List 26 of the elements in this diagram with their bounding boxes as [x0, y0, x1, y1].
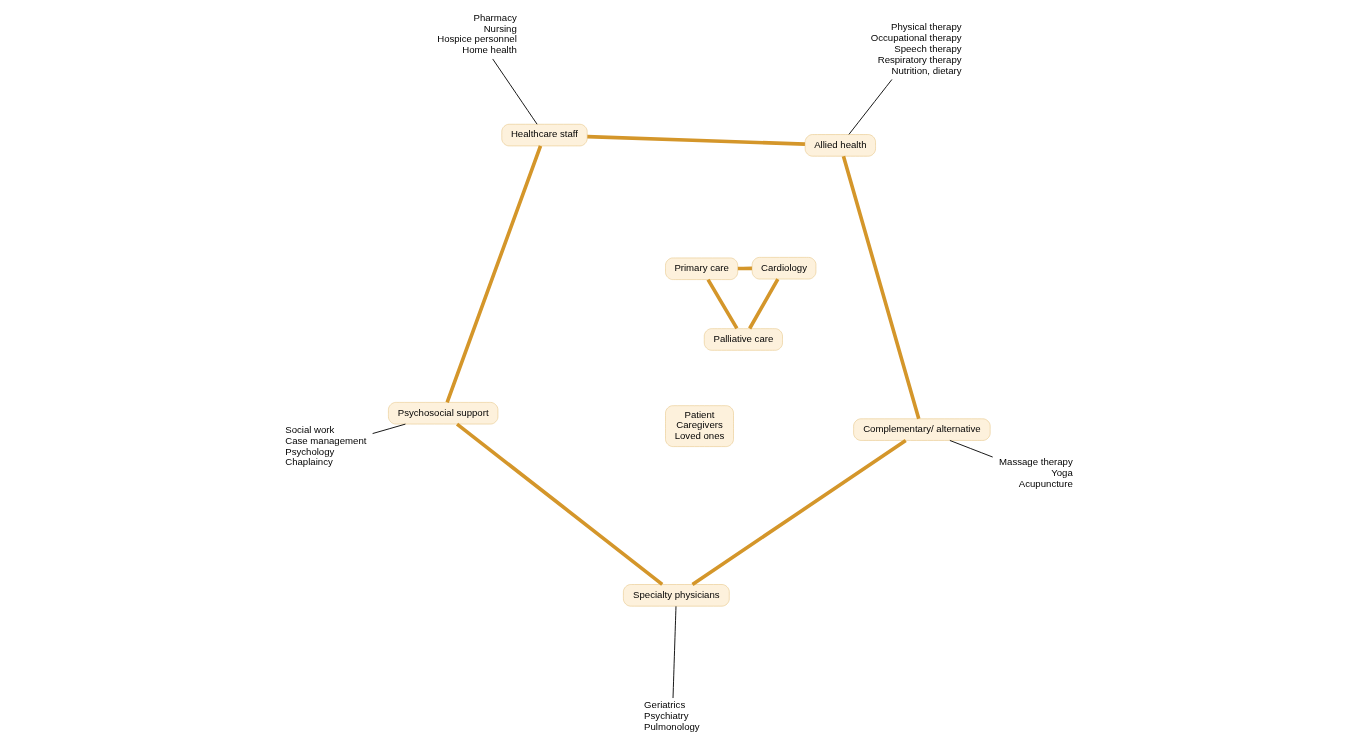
node-box: Palliative care: [703, 328, 783, 351]
connector: [848, 79, 892, 135]
connector: [455, 422, 663, 586]
node-box: Psychosocial support: [387, 402, 498, 425]
node-box: Healthcare staff: [500, 123, 587, 147]
node-box: Patient Caregivers Loved ones: [664, 405, 734, 447]
connector: [948, 440, 993, 458]
node-box: Cardiology: [751, 257, 816, 280]
connector: [586, 134, 805, 146]
node-text: Physical therapy Occupational therapy Speech therapy Respiratory therapy Nutrition, dietary: [870, 21, 962, 76]
connector: [491, 58, 538, 125]
node-text: Pharmacy Nursing Hospice personnel Home health: [436, 11, 517, 56]
connector: [747, 278, 779, 330]
connector: [444, 145, 542, 403]
node-box: Allied health: [804, 134, 876, 157]
connector: [672, 605, 676, 699]
node-text: Social work Case management Psychology Chaplaincy: [284, 423, 366, 468]
node-box: Specialty physicians: [622, 584, 730, 607]
connector: [371, 423, 406, 434]
node-text: Massage therapy Yoga Acupuncture: [998, 456, 1073, 489]
connector: [706, 278, 738, 330]
connector: [690, 439, 907, 586]
node-text: Geriatrics Psychiatry Pulmonology: [643, 699, 700, 732]
node-box: Complementary/ alternative: [852, 418, 990, 441]
connector: [841, 155, 920, 420]
node-box: Primary care: [664, 257, 738, 280]
